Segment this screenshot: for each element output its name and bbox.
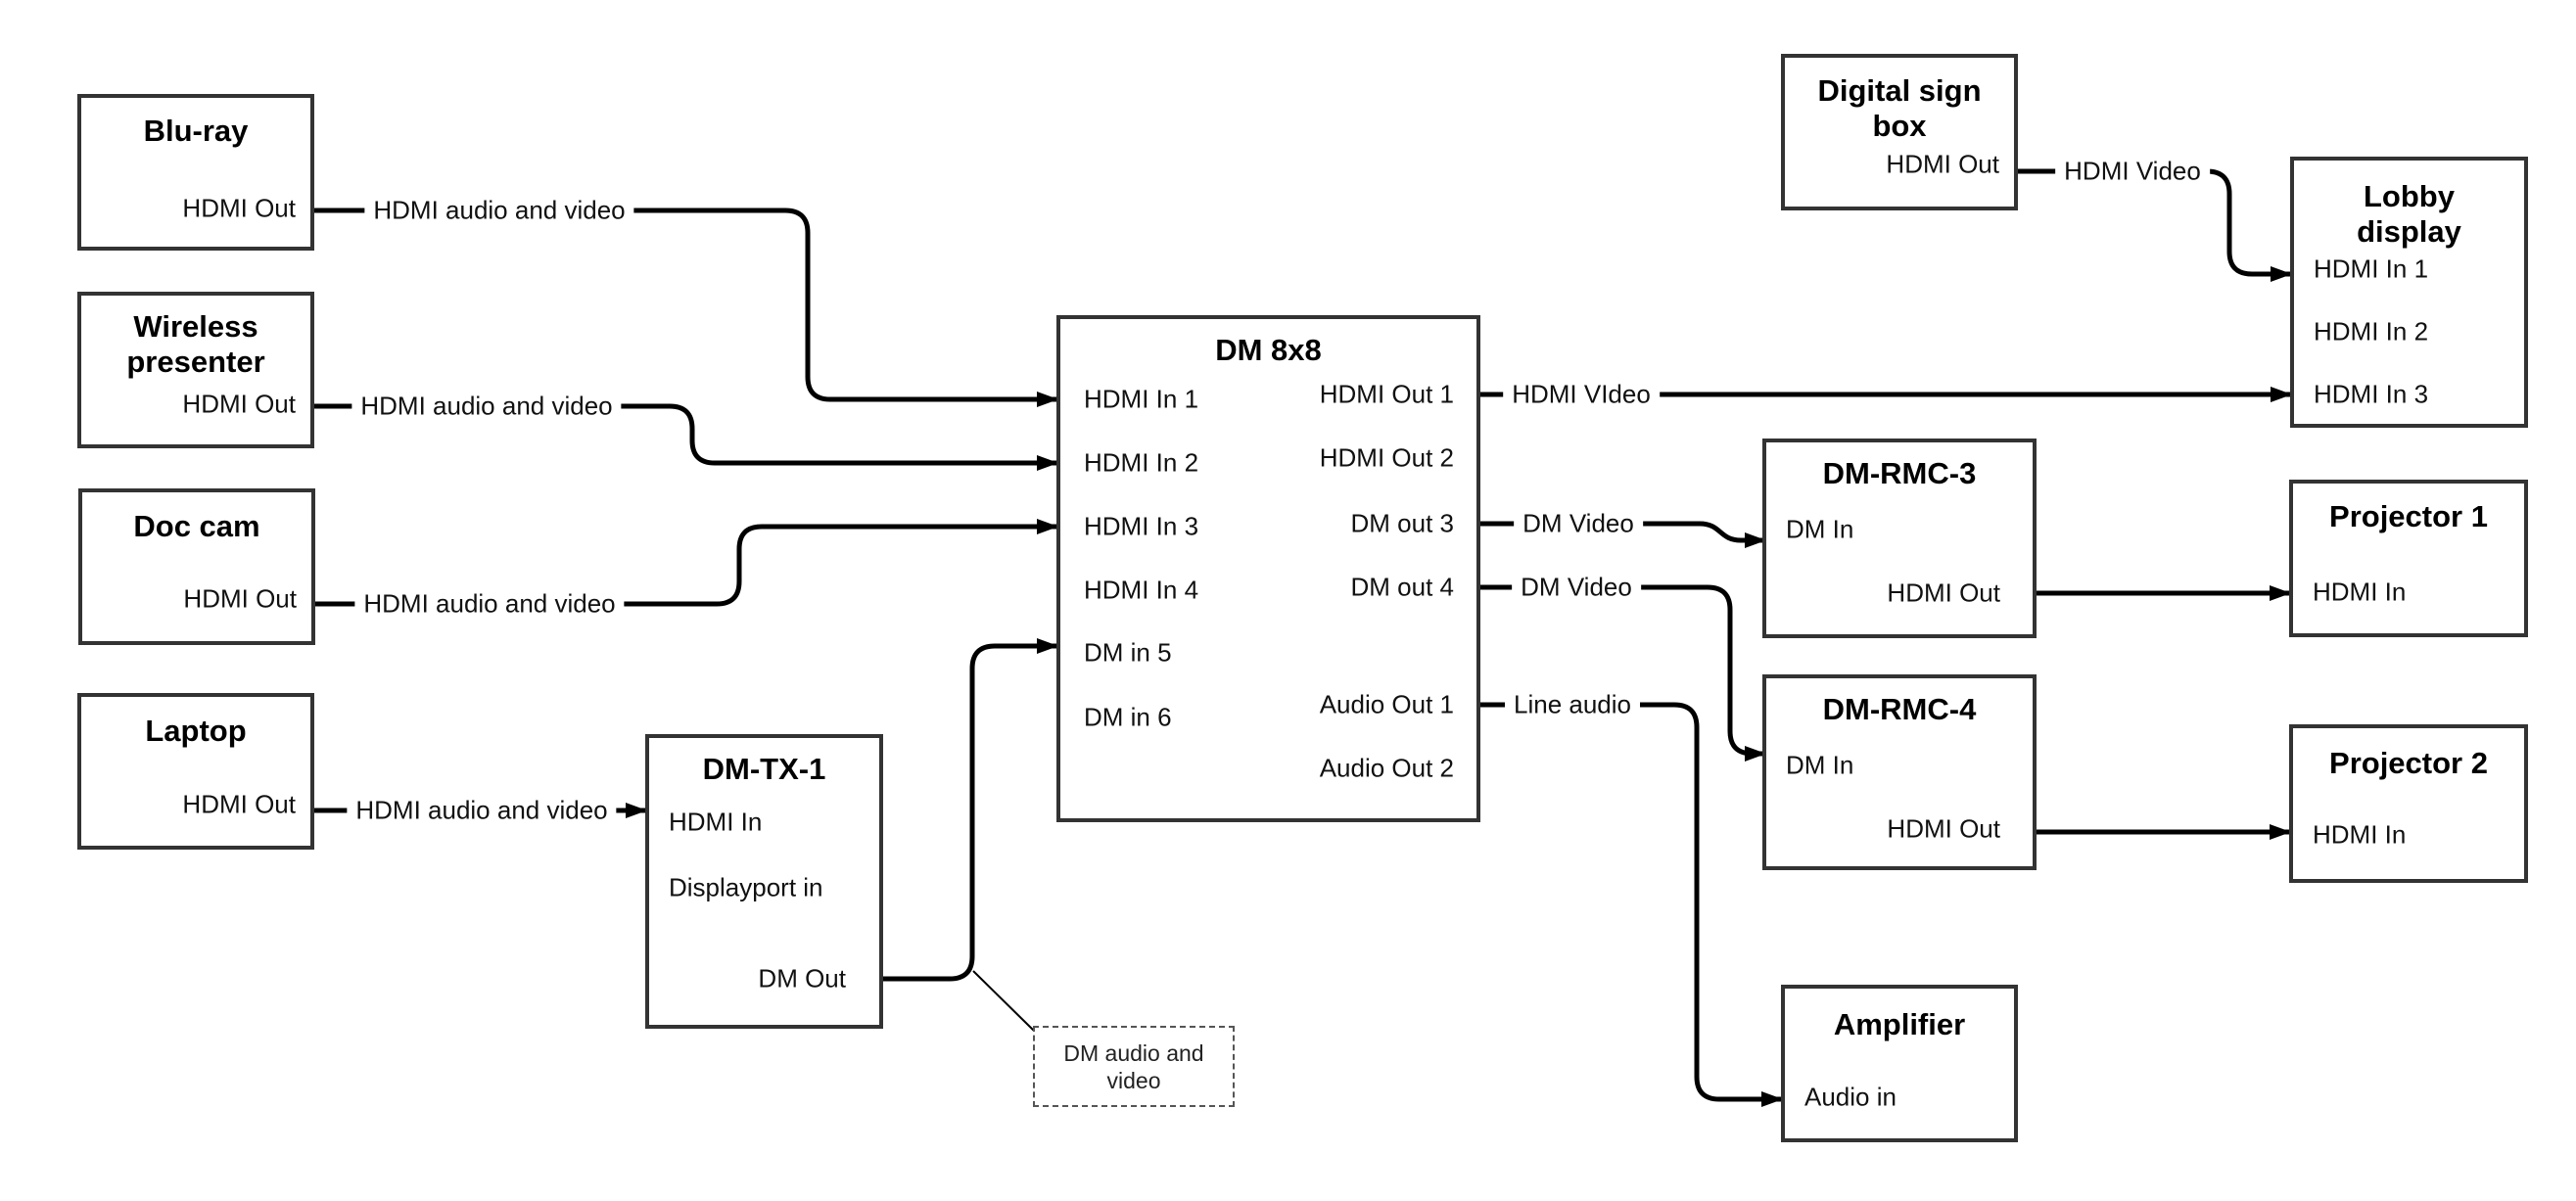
label-laptop-connection: HDMI audio and video <box>347 795 617 826</box>
node-laptop-title: Laptop <box>81 714 310 749</box>
wire-digitalsign-to-lobby-in1 <box>2018 168 2292 282</box>
node-dmrmc3-title-line: DM-RMC-3 <box>1822 456 1977 490</box>
note-line2: video <box>1106 1067 1161 1093</box>
node-projector-2: Projector 2 HDMI In <box>2289 724 2528 883</box>
port-dm8x8-hdmi-out-1: HDMI Out 1 <box>1319 379 1454 409</box>
port-dm8x8-hdmi-out-2: HDMI Out 2 <box>1319 442 1454 473</box>
port-lobby-hdmi-in-1: HDMI In 1 <box>2314 254 2429 284</box>
node-projector-1: Projector 1 HDMI In <box>2289 480 2528 637</box>
node-dmrmc4-title: DM-RMC-4 <box>1766 692 2033 727</box>
node-digitalsign-title-line2: box <box>1872 109 1927 143</box>
node-wireless-presenter: Wireless presenter HDMI Out <box>77 292 314 448</box>
port-dm8x8-hdmi-in-3: HDMI In 3 <box>1084 511 1199 541</box>
port-amplifier-audio-in: Audio in <box>1804 1082 1897 1112</box>
wire-dm8x8-aout1-to-amplifier <box>1480 702 1783 1107</box>
node-lobby-display: Lobby display HDMI In 1 HDMI In 2 HDMI I… <box>2290 157 2528 428</box>
port-wireless-hdmi-out: HDMI Out <box>182 389 296 419</box>
wire-dmtx1-to-dm8x8-in5 <box>883 638 1058 982</box>
node-lobby-title: Lobby display <box>2294 179 2524 250</box>
node-proj1-title: Projector 1 <box>2293 499 2524 534</box>
port-dm8x8-hdmi-in-1: HDMI In 1 <box>1084 384 1199 414</box>
port-proj1-hdmi-in: HDMI In <box>2313 577 2407 607</box>
label-wireless-connection: HDMI audio and video <box>351 391 622 422</box>
wire-dm8x8-out3-to-dmrmc3 <box>1480 521 1766 548</box>
port-dmtx1-dm-out: DM Out <box>758 963 846 993</box>
node-doc-cam: Doc cam HDMI Out <box>78 488 315 645</box>
node-amplifier-title-line: Amplifier <box>1833 1007 1966 1041</box>
port-dm8x8-audio-out-2: Audio Out 2 <box>1319 753 1454 783</box>
port-dmrmc4-dm-in: DM In <box>1786 750 1854 780</box>
node-dmrmc4-title-line: DM-RMC-4 <box>1822 692 1977 726</box>
label-dm-out3-connection: DM Video <box>1514 508 1643 539</box>
port-doccam-hdmi-out: HDMI Out <box>183 583 297 614</box>
node-laptop-title-line: Laptop <box>145 714 247 748</box>
port-bluray-hdmi-out: HDMI Out <box>182 193 296 223</box>
port-dm8x8-dm-in-6: DM in 6 <box>1084 702 1172 732</box>
port-dmrmc3-dm-in: DM In <box>1786 514 1854 544</box>
port-digitalsign-hdmi-out: HDMI Out <box>1886 149 1999 179</box>
node-dmtx1-title-line: DM-TX-1 <box>702 752 826 786</box>
node-digitalsign-title: Digital sign box <box>1785 73 2014 144</box>
node-dm-rmc-3: DM-RMC-3 DM In HDMI Out <box>1762 439 2037 638</box>
port-dmtx1-displayport-in: Displayport in <box>669 872 823 902</box>
wire-dm8x8-out4-to-dmrmc4 <box>1480 584 1766 762</box>
label-audio-out1-connection: Line audio <box>1505 689 1640 720</box>
label-digitalsign-connection: HDMI Video <box>2055 156 2210 187</box>
node-proj2-title: Projector 2 <box>2293 746 2524 781</box>
node-dm-rmc-4: DM-RMC-4 DM In HDMI Out <box>1762 674 2037 870</box>
port-proj2-hdmi-in: HDMI In <box>2313 819 2407 850</box>
port-dm8x8-dm-in-5: DM in 5 <box>1084 637 1172 668</box>
port-dmtx1-hdmi-in: HDMI In <box>669 807 763 837</box>
node-wireless-title-line1: Wireless <box>133 309 258 344</box>
port-dmrmc4-hdmi-out: HDMI Out <box>1887 813 2000 844</box>
node-wireless-title-line2: presenter <box>126 345 265 379</box>
node-proj2-title-line: Projector 2 <box>2329 746 2488 780</box>
note-dm-audio-and-video: DM audio and video <box>1033 1026 1235 1107</box>
node-dm8x8-title: DM 8x8 <box>1060 333 1476 368</box>
port-dmrmc3-hdmi-out: HDMI Out <box>1887 577 2000 608</box>
node-doccam-title: Doc cam <box>82 509 311 544</box>
node-bluray: Blu-ray HDMI Out <box>77 94 314 251</box>
node-lobby-title-line1: Lobby <box>2364 179 2455 213</box>
port-dm8x8-dm-out-4: DM out 4 <box>1350 572 1455 602</box>
node-dmtx1-title: DM-TX-1 <box>649 752 879 787</box>
port-lobby-hdmi-in-2: HDMI In 2 <box>2314 316 2429 346</box>
node-digitalsign-title-line1: Digital sign <box>1817 73 1982 108</box>
port-dm8x8-hdmi-in-2: HDMI In 2 <box>1084 447 1199 478</box>
port-laptop-hdmi-out: HDMI Out <box>182 789 296 819</box>
node-lobby-title-line2: display <box>2357 214 2461 249</box>
wire-bluray-to-dm8x8-in1 <box>314 208 1058 407</box>
note-line1: DM audio and <box>1063 1039 1204 1066</box>
port-dm8x8-hdmi-in-4: HDMI In 4 <box>1084 575 1199 605</box>
label-hdmi-out1-connection: HDMI VIdeo <box>1503 379 1660 410</box>
node-amplifier-title: Amplifier <box>1785 1007 2014 1042</box>
node-dm-tx-1: DM-TX-1 HDMI In Displayport in DM Out <box>645 734 883 1029</box>
port-dm8x8-audio-out-1: Audio Out 1 <box>1319 689 1454 719</box>
port-dm8x8-dm-out-3: DM out 3 <box>1350 508 1455 538</box>
label-doccam-connection: HDMI audio and video <box>354 588 625 620</box>
node-doccam-title-line: Doc cam <box>133 509 260 543</box>
port-lobby-hdmi-in-3: HDMI In 3 <box>2314 379 2429 409</box>
label-bluray-connection: HDMI audio and video <box>364 195 634 226</box>
node-dm8x8-title-line: DM 8x8 <box>1215 333 1322 367</box>
node-bluray-title-line: Blu-ray <box>143 114 249 148</box>
node-dm-8x8: DM 8x8 HDMI In 1 HDMI In 2 HDMI In 3 HDM… <box>1056 315 1480 822</box>
label-dm-out4-connection: DM Video <box>1512 572 1641 603</box>
node-bluray-title: Blu-ray <box>81 114 310 149</box>
node-digital-sign-box: Digital sign box HDMI Out <box>1781 54 2018 210</box>
node-amplifier: Amplifier Audio in <box>1781 985 2018 1142</box>
node-dmrmc3-title: DM-RMC-3 <box>1766 456 2033 491</box>
wire-doccam-to-dm8x8-in3 <box>315 519 1058 607</box>
node-laptop: Laptop HDMI Out <box>77 693 314 850</box>
note-callout-line <box>972 970 1035 1032</box>
node-wireless-title: Wireless presenter <box>81 309 310 380</box>
wire-wireless-to-dm8x8-in2 <box>314 403 1058 471</box>
node-proj1-title-line: Projector 1 <box>2329 499 2488 533</box>
